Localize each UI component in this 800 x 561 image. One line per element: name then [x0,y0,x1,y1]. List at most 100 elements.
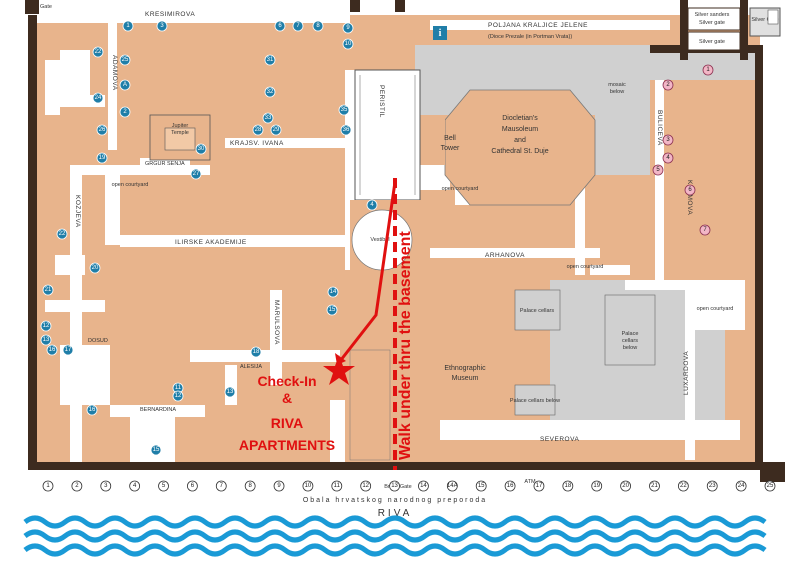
street-poljana: POLJANA KRALJICE JELENE [488,22,588,29]
blue-marker: 16 [46,344,58,356]
svg-text:7: 7 [296,23,300,29]
street-top-gate: Gate [40,4,52,10]
street-poljana-sub: (Dioce Prezale (in Portman Vrata)) [488,34,572,40]
street-kuzmova: KUZMOVA [686,180,693,215]
riva-marker: 8 [244,480,256,492]
svg-text:13: 13 [43,337,50,343]
street-adamova: ADAMOVA [111,55,118,91]
street-bernardina: BERNARDINA [140,407,176,413]
svg-text:5: 5 [656,167,660,173]
riva-marker: 23 [706,480,718,492]
svg-text:33: 33 [265,115,272,121]
pink-marker: 3 [662,134,674,146]
svg-text:16: 16 [89,407,96,413]
svg-text:12: 12 [175,393,182,399]
info-icon: i [433,26,447,40]
riva-marker: 19 [591,480,603,492]
palace-cellars-label1: Palace cellars [520,308,554,314]
blue-marker: 30 [195,143,207,155]
svg-text:26: 26 [99,127,106,133]
svg-text:4: 4 [370,202,374,208]
svg-text:4: 4 [133,483,137,489]
riva-marker: 20 [620,480,631,492]
ethno-label2: Museum [452,375,479,382]
blue-marker: 12 [172,390,184,402]
major-buildings [149,69,656,461]
street-alesija: ALESIJA [240,364,262,370]
blue-marker: 31 [264,54,276,66]
street-luxardova: LUXARDOVA [683,351,690,395]
svg-text:1: 1 [126,23,130,29]
blue-marker: 6 [274,20,286,32]
riva-label: RIVA [378,508,413,519]
blue-marker: 35 [338,104,350,116]
svg-text:20: 20 [622,483,629,489]
riva-marker: 18 [562,480,574,492]
street-arhanova: ARHANOVA [485,252,525,259]
blue-marker: 7 [292,20,304,32]
svg-text:22: 22 [59,231,66,237]
svg-text:11: 11 [334,483,341,489]
riva-marker: 2 [71,480,83,492]
blue-marker: 14 [327,286,339,298]
checkin-label: Check-In [257,373,316,389]
svg-text:2: 2 [666,82,670,88]
svg-text:18: 18 [564,483,571,489]
svg-text:15: 15 [153,447,160,453]
svg-text:31: 31 [267,57,274,63]
silver-gate-left-label2: Silver gate [699,20,725,26]
dioc-line3: and [514,137,526,144]
svg-text:19: 19 [593,483,600,489]
dioc-line2: Mausoleum [502,126,538,133]
checkin-star-icon [323,355,355,385]
svg-text:20: 20 [92,265,99,271]
svg-text:10: 10 [305,483,312,489]
blue-marker: 25 [119,54,131,66]
blue-marker: 3 [156,20,168,32]
blue-marker: 33 [262,112,274,124]
route-to-checkin [335,181,397,366]
svg-text:24: 24 [738,483,745,489]
blue-marker: 4 [366,199,378,211]
svg-text:6: 6 [191,483,195,489]
riva-marker: 11 [331,480,343,492]
riva-marker: 3 [100,480,112,492]
riva-marker: 10 [302,480,314,492]
checkin-amp-label: & [282,390,292,406]
blue-marker: 10 [342,38,354,50]
dioc-line4: Cathedral St. Duje [491,148,548,155]
atm-label: ATM [524,479,536,485]
svg-text:A: A [123,82,127,88]
svg-text:32: 32 [267,89,274,95]
silver-gate-label: Silver Gate [751,17,778,23]
sea-waves [23,515,767,557]
pink-marker: 4 [662,152,674,164]
street-grgur: GRGUR SENJA [145,161,185,167]
svg-text:14: 14 [330,289,337,295]
apartments-label: APARTMENTS [239,437,335,453]
svg-text:4: 4 [666,155,670,161]
riva-marker: 15 [475,480,487,492]
blue-marker: 22 [56,228,68,240]
street-dosud: DOSUD [88,338,108,344]
svg-text:25: 25 [122,57,129,63]
blue-marker: 36 [340,124,352,136]
vestibul-label: Vestibul [370,237,389,243]
svg-text:2: 2 [123,109,127,115]
blue-marker: 9 [342,22,354,34]
svg-text:13: 13 [391,483,398,489]
open-courtyard-label: open courtyard [112,182,149,188]
svg-text:16: 16 [49,347,56,353]
blue-marker: 13 [40,334,52,346]
blue-marker: 13 [224,386,236,398]
riva-marker: 6 [186,480,198,492]
svg-text:23: 23 [709,483,716,489]
blue-marker: 20 [89,262,101,274]
blue-marker: 15 [326,304,338,316]
open-courtyard-d-label: open courtyard [567,264,604,270]
riva-apartments-label: RIVA [271,415,303,431]
pink-marker: 6 [684,184,696,196]
temple-label2: Temple [171,130,189,136]
